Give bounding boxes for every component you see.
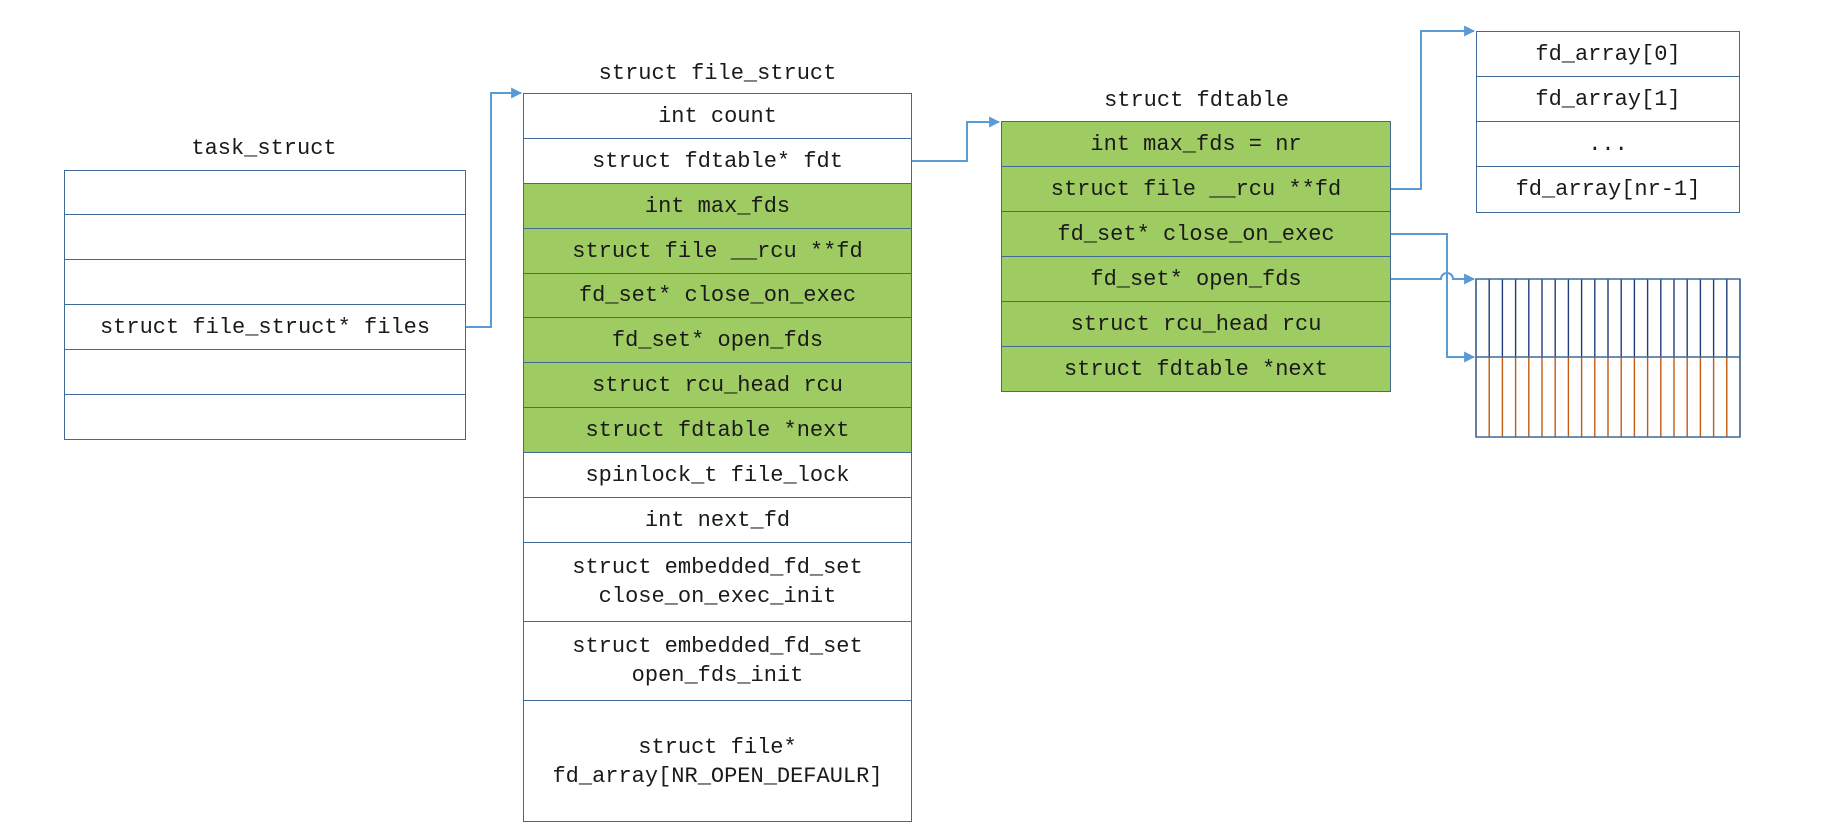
task-struct-row (65, 350, 465, 395)
task-struct-row (65, 171, 465, 215)
file-struct-open-fds-init-row: struct embedded_fd_set open_fds_init (524, 622, 911, 701)
fd-array-item: fd_array[1] (1477, 77, 1739, 122)
fdt-pointer-arrow (912, 116, 1001, 162)
file-struct-fd-array-row: struct file* fd_array[NR_OPEN_DEFAULR] (552, 735, 883, 789)
file-struct-fdt-row: struct fdtable* fdt (524, 139, 911, 184)
task-struct-row (65, 215, 465, 260)
fd-pointer-arrow (1391, 25, 1476, 190)
file-struct-close-on-exec-row: fd_set* close_on_exec (524, 274, 911, 318)
file-struct-file-lock-row: spinlock_t file_lock (524, 453, 911, 498)
fdtable-max-fds-row: int max_fds = nr (1002, 122, 1390, 167)
fdtable-close-on-exec-row: fd_set* close_on_exec (1002, 212, 1390, 257)
fdtable-box: int max_fds = nr struct file __rcu **fd … (1001, 121, 1391, 392)
file-struct-max-fds-row: int max_fds (524, 184, 911, 229)
open-fds-pointer-arrow (1391, 272, 1476, 285)
file-struct-next-fd-row: int next_fd (524, 498, 911, 543)
bitmap-outline (1475, 278, 1741, 438)
files-pointer-arrow (466, 87, 523, 328)
file-struct-fd-row: struct file __rcu **fd (524, 229, 911, 274)
fdtable-next-row: struct fdtable *next (1002, 347, 1390, 391)
file-struct-box: int count struct fdtable* fdt int max_fd… (523, 93, 912, 822)
fd-array-item: ... (1477, 122, 1739, 167)
file-struct-count-row: int count (524, 94, 911, 139)
fd-array-item: fd_array[0] (1477, 32, 1739, 77)
fd-array-item: fd_array[nr-1] (1515, 176, 1701, 202)
task-struct-row (65, 260, 465, 305)
file-struct-title: struct file_struct (598, 61, 837, 86)
file-struct-open-fds-row: fd_set* open_fds (524, 318, 911, 363)
fdtable-fd-row: struct file __rcu **fd (1002, 167, 1390, 212)
task-struct-files-row: struct file_struct* files (65, 305, 465, 350)
fd-array-box: fd_array[0] fd_array[1] ... fd_array[nr-… (1476, 31, 1740, 213)
fdtable-title: struct fdtable (1104, 88, 1289, 113)
file-struct-rcu-row: struct rcu_head rcu (524, 363, 911, 408)
fdtable-open-fds-row: fd_set* open_fds (1002, 257, 1390, 302)
file-struct-close-on-exec-init-row: struct embedded_fd_set close_on_exec_ini… (524, 543, 911, 622)
task-struct-box: struct file_struct* files (64, 170, 466, 440)
fdtable-rcu-row: struct rcu_head rcu (1002, 302, 1390, 347)
file-struct-next-row: struct fdtable *next (524, 408, 911, 453)
task-struct-title: task_struct (191, 136, 337, 161)
close-on-exec-pointer-arrow (1391, 233, 1476, 363)
